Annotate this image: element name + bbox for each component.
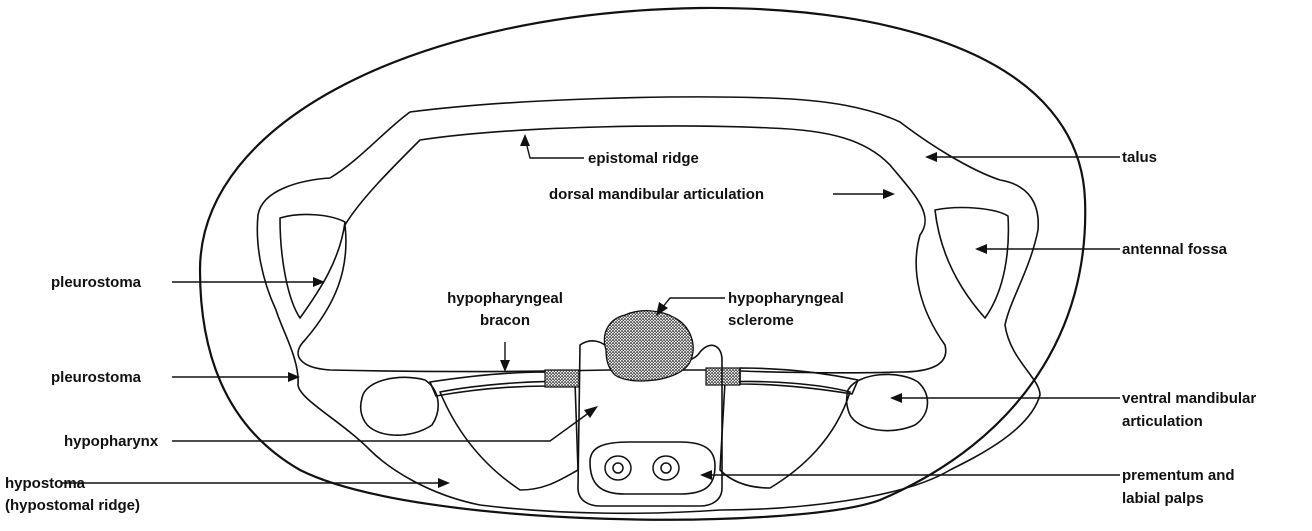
- label-pleurostoma-upper: pleurostoma: [51, 274, 142, 291]
- label-prementum-line1: prementum and: [1122, 467, 1235, 484]
- label-hypostoma-line1: hypostoma: [5, 475, 86, 492]
- label-hypostoma-line2: (hypostomal ridge): [5, 497, 140, 514]
- right-bracon-joint: [706, 368, 740, 385]
- label-ventral-mandibular-articulation-line2: articulation: [1122, 413, 1203, 430]
- hypopharyngeal-sclerome: [604, 311, 693, 381]
- label-pleurostoma-lower: pleurostoma: [51, 369, 142, 386]
- label-hypopharyngeal-sclerome-line2: sclerome: [728, 312, 794, 329]
- label-prementum-line2: labial palps: [1122, 490, 1204, 507]
- right-labial-palp-inner: [661, 463, 671, 473]
- left-bracon-joint: [545, 370, 579, 387]
- label-hypopharyngeal-bracon-line1: hypopharyngeal: [447, 290, 563, 307]
- label-dorsal-mandibular-articulation: dorsal mandibular articulation: [549, 186, 764, 203]
- label-antennal-fossa: antennal fossa: [1122, 241, 1228, 258]
- label-hypopharyngeal-sclerome-line1: hypopharyngeal: [728, 290, 844, 307]
- right-antennal-fossa: [935, 208, 1008, 318]
- label-hypopharyngeal-bracon-line2: bracon: [480, 312, 530, 329]
- right-ventral-mandibular-articulation: [847, 374, 928, 430]
- left-antennal-fossa: [280, 215, 345, 318]
- left-hypopharyngeal-bracon: [430, 372, 548, 396]
- label-talus: talus: [1122, 149, 1157, 166]
- left-ventral-mandibular-articulation: [361, 377, 438, 435]
- left-labial-palp-inner: [613, 463, 623, 473]
- label-epistomal-ridge: epistomal ridge: [588, 150, 699, 167]
- label-ventral-mandibular-articulation-line1: ventral mandibular: [1122, 390, 1256, 407]
- right-lower-pocket: [720, 381, 850, 488]
- label-hypopharynx: hypopharynx: [64, 433, 159, 450]
